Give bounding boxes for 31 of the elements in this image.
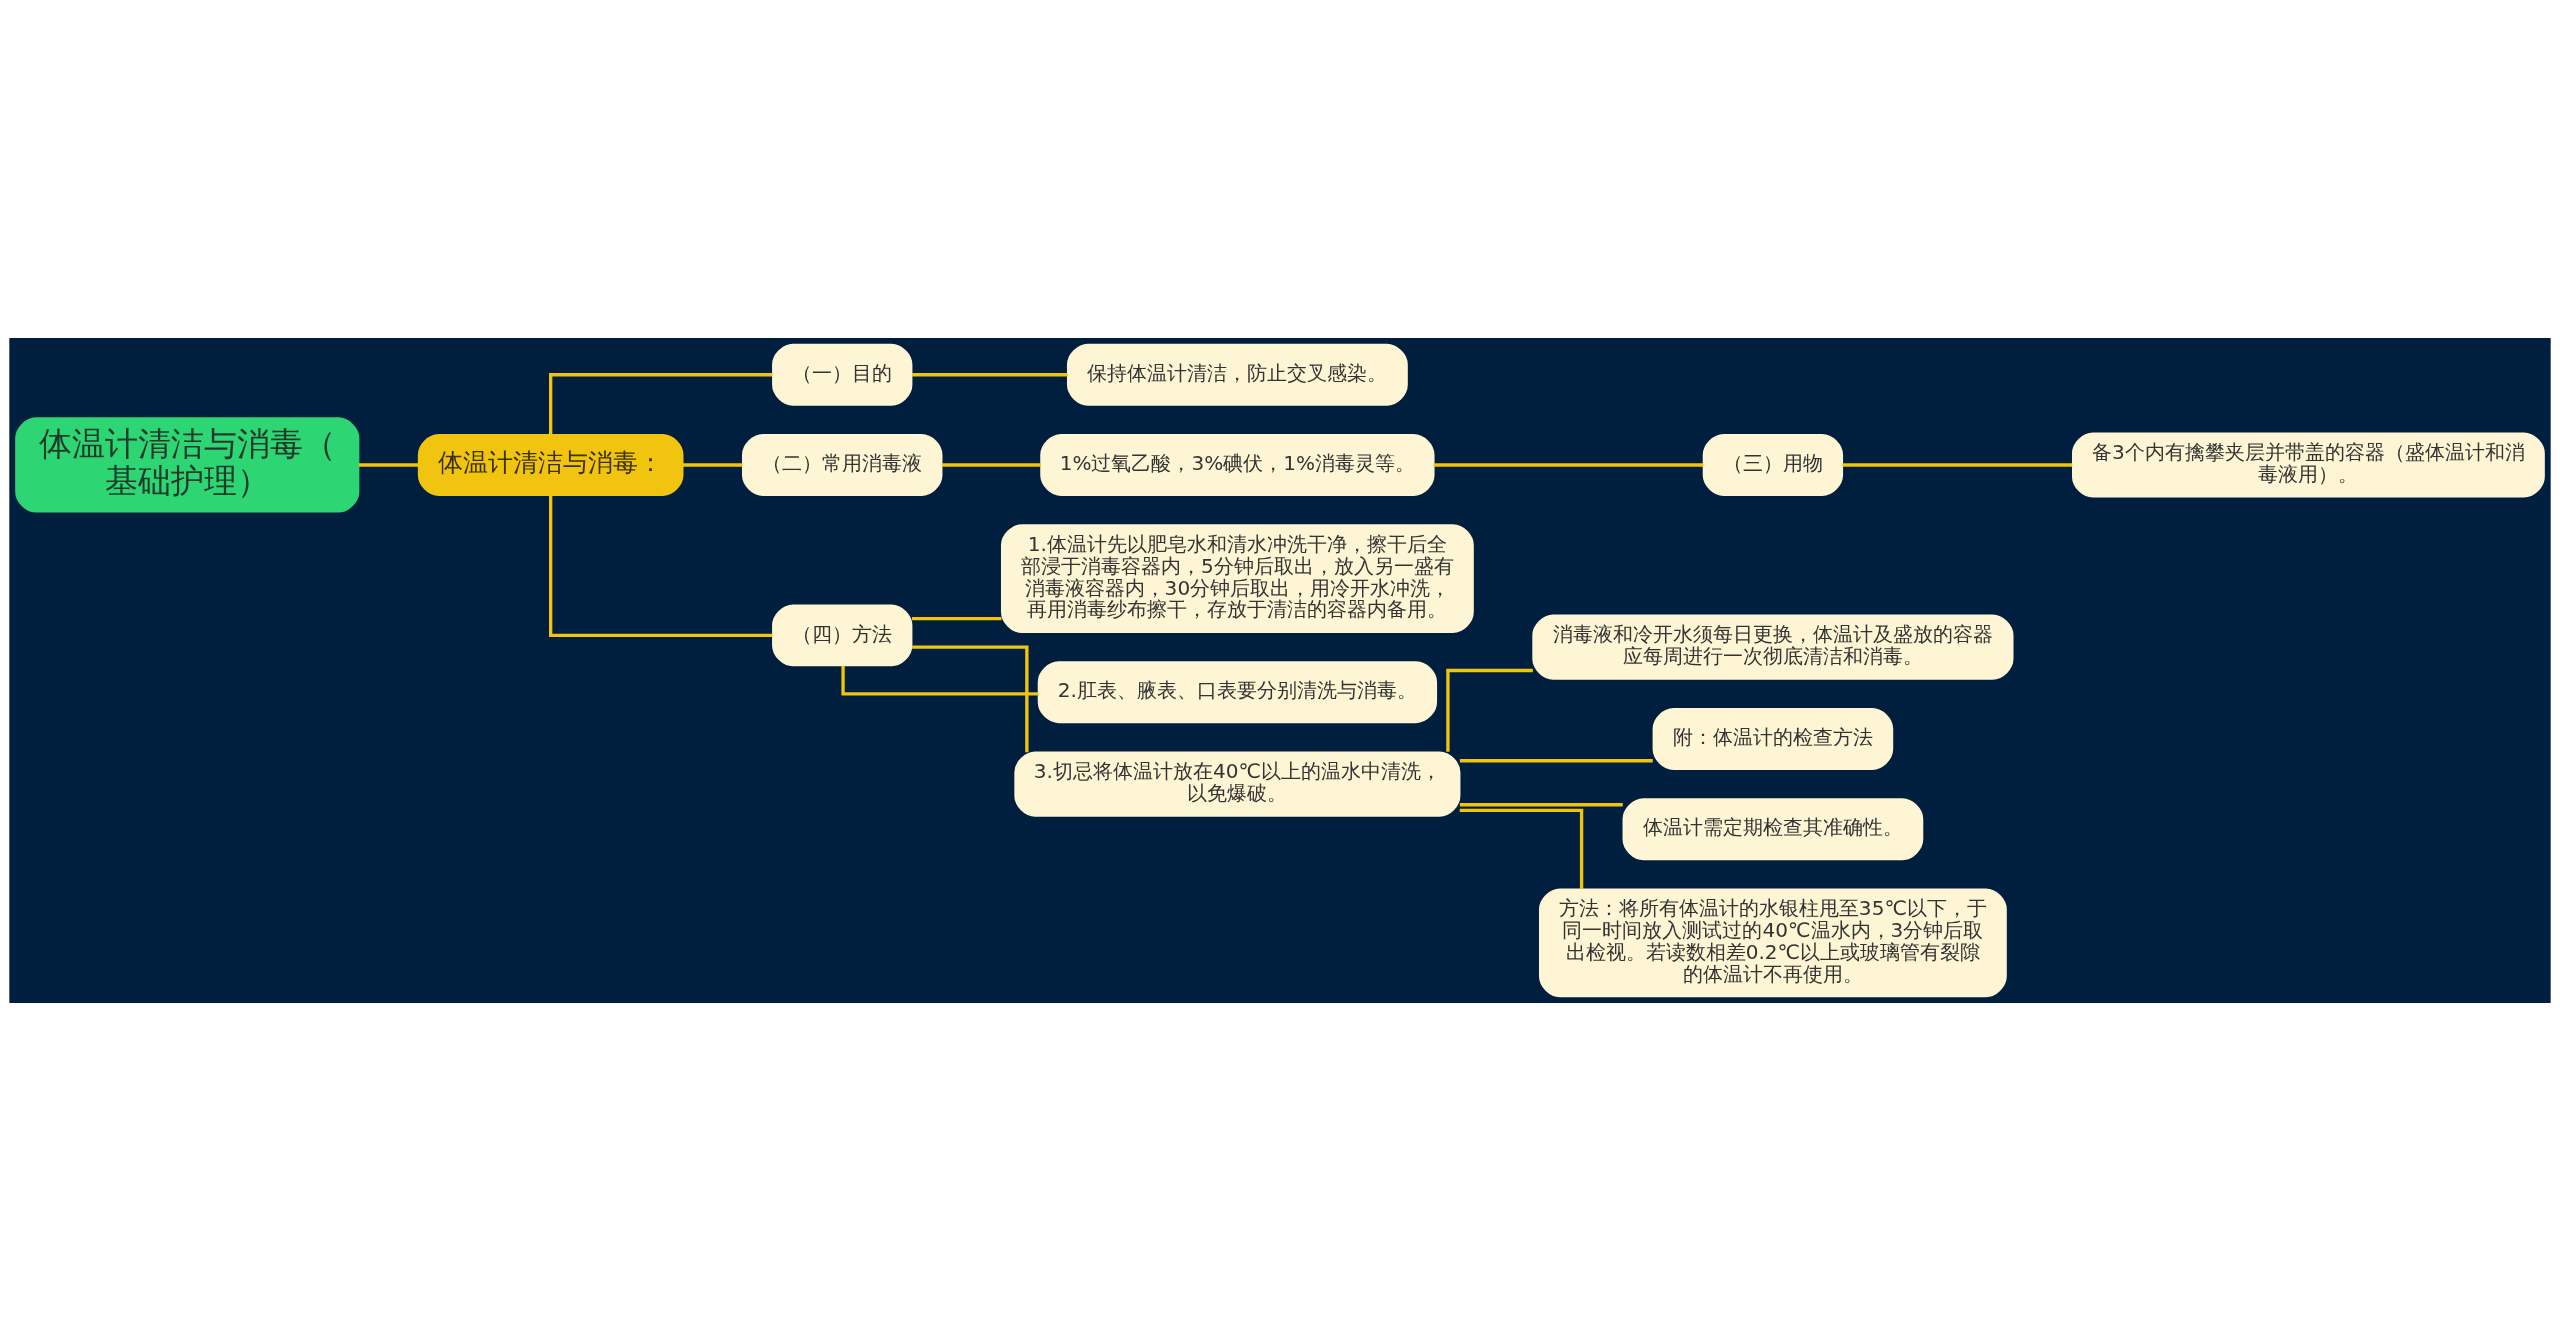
node-box: 体温计清洁与消毒： — [417, 434, 684, 496]
node-box: 1%过氧乙酸，3%碘伏，1%消毒灵等。 — [1040, 434, 1435, 496]
node-box: 方法：将所有体温计的水银柱甩至35℃以下，于同一时间放入测试过的40℃温水内，3分钟后取出检视。若读数相差0.2℃以上或玻璃管有裂隙的体温计不再使用。 — [1539, 888, 2007, 998]
connector — [912, 617, 1002, 621]
connector — [1842, 463, 2073, 467]
connector — [549, 495, 773, 638]
connector — [841, 666, 1039, 696]
node-box: 3.切忌将体温计放在40℃以上的温水中清洗，以免爆破。 — [1014, 751, 1461, 817]
connector — [1459, 759, 1653, 763]
connector — [941, 463, 1041, 467]
connector — [1459, 803, 1623, 807]
node-box: 消毒液和冷开水须每日更换，体温计及盛放的容器应每周进行一次彻底清洁和消毒。 — [1532, 614, 2014, 680]
node-box: 附：体温计的检查方法 — [1652, 708, 1894, 770]
node-box: 备3个内有擒攀夹层并带盖的容器（盛体温计和消毒液用）。 — [2072, 432, 2545, 498]
connector — [912, 645, 1029, 753]
node-box: 2.肛表、腋表、口表要分别清洗与消毒。 — [1037, 661, 1438, 724]
node-box: （四）方法 — [772, 604, 913, 667]
connector — [549, 373, 773, 435]
connector — [1459, 808, 1584, 889]
node-box: （一）目的 — [772, 343, 913, 406]
node-box: 体温计需定期检查其准确性。 — [1622, 798, 1924, 861]
connector — [358, 463, 419, 467]
node-box: 保持体温计清洁，防止交叉感染。 — [1066, 343, 1408, 406]
connector — [682, 463, 743, 467]
node-box: （三）用物 — [1702, 434, 1844, 496]
connector — [1446, 668, 1533, 752]
node-box: 体温计清洁与消毒（基础护理） — [15, 417, 360, 513]
connector — [912, 373, 1068, 377]
node-box: 1.体温计先以肥皂水和清水冲洗干净，擦干后全部浸于消毒容器内，5分钟后取出，放入另一盛有消毒液容器内，30分钟后取出，用冷开水冲洗，再用消毒纱布擦干，存放于清洁的容器内备用。 — [1000, 524, 1474, 633]
node-box: （二）常用消毒液 — [742, 434, 943, 496]
connector — [1433, 463, 1704, 467]
